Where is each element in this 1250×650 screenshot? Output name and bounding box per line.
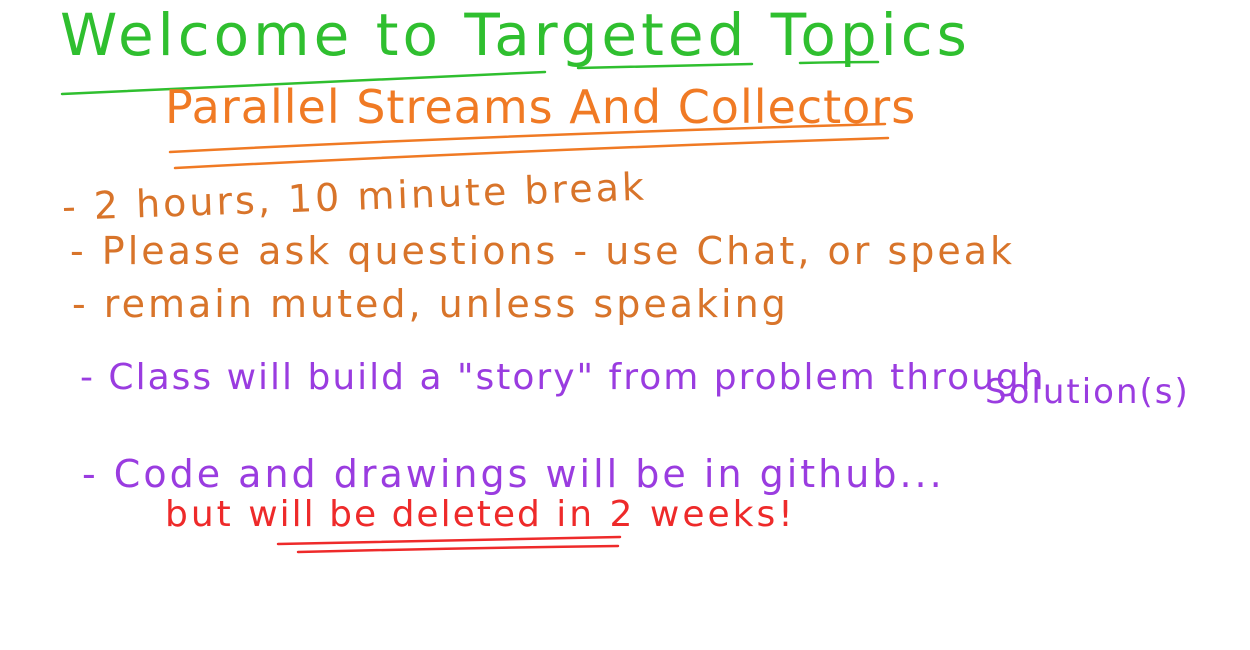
board-title: Welcome to Targeted Topics bbox=[60, 1, 971, 69]
title-underline-3 bbox=[798, 60, 880, 65]
emphasis-underline-2 bbox=[296, 544, 620, 554]
board-subtitle: Parallel Streams And Collectors bbox=[165, 80, 917, 134]
emphasis-underline-1 bbox=[276, 535, 622, 546]
bullet-story: - Class will build a "story" from proble… bbox=[80, 357, 1046, 398]
bullet-questions: - Please ask questions - use Chat, or sp… bbox=[70, 229, 1016, 273]
title-underline-2 bbox=[576, 62, 754, 70]
continuation-suffix: in 2 weeks! bbox=[541, 494, 796, 535]
bullet-github-continuation: but will be deleted in 2 weeks! bbox=[165, 497, 796, 533]
continuation-emphasis: will be deleted bbox=[248, 494, 542, 535]
bullet-github: - Code and drawings will be in github... bbox=[82, 452, 945, 496]
bullet-muted: - remain muted, unless speaking bbox=[72, 282, 789, 326]
bullet-story-continuation: Solution(s) bbox=[985, 372, 1190, 412]
continuation-prefix: but bbox=[165, 494, 249, 535]
title-underline-1 bbox=[60, 70, 547, 96]
subtitle-underline-2 bbox=[173, 136, 890, 170]
subtitle-underline-1 bbox=[168, 122, 887, 154]
